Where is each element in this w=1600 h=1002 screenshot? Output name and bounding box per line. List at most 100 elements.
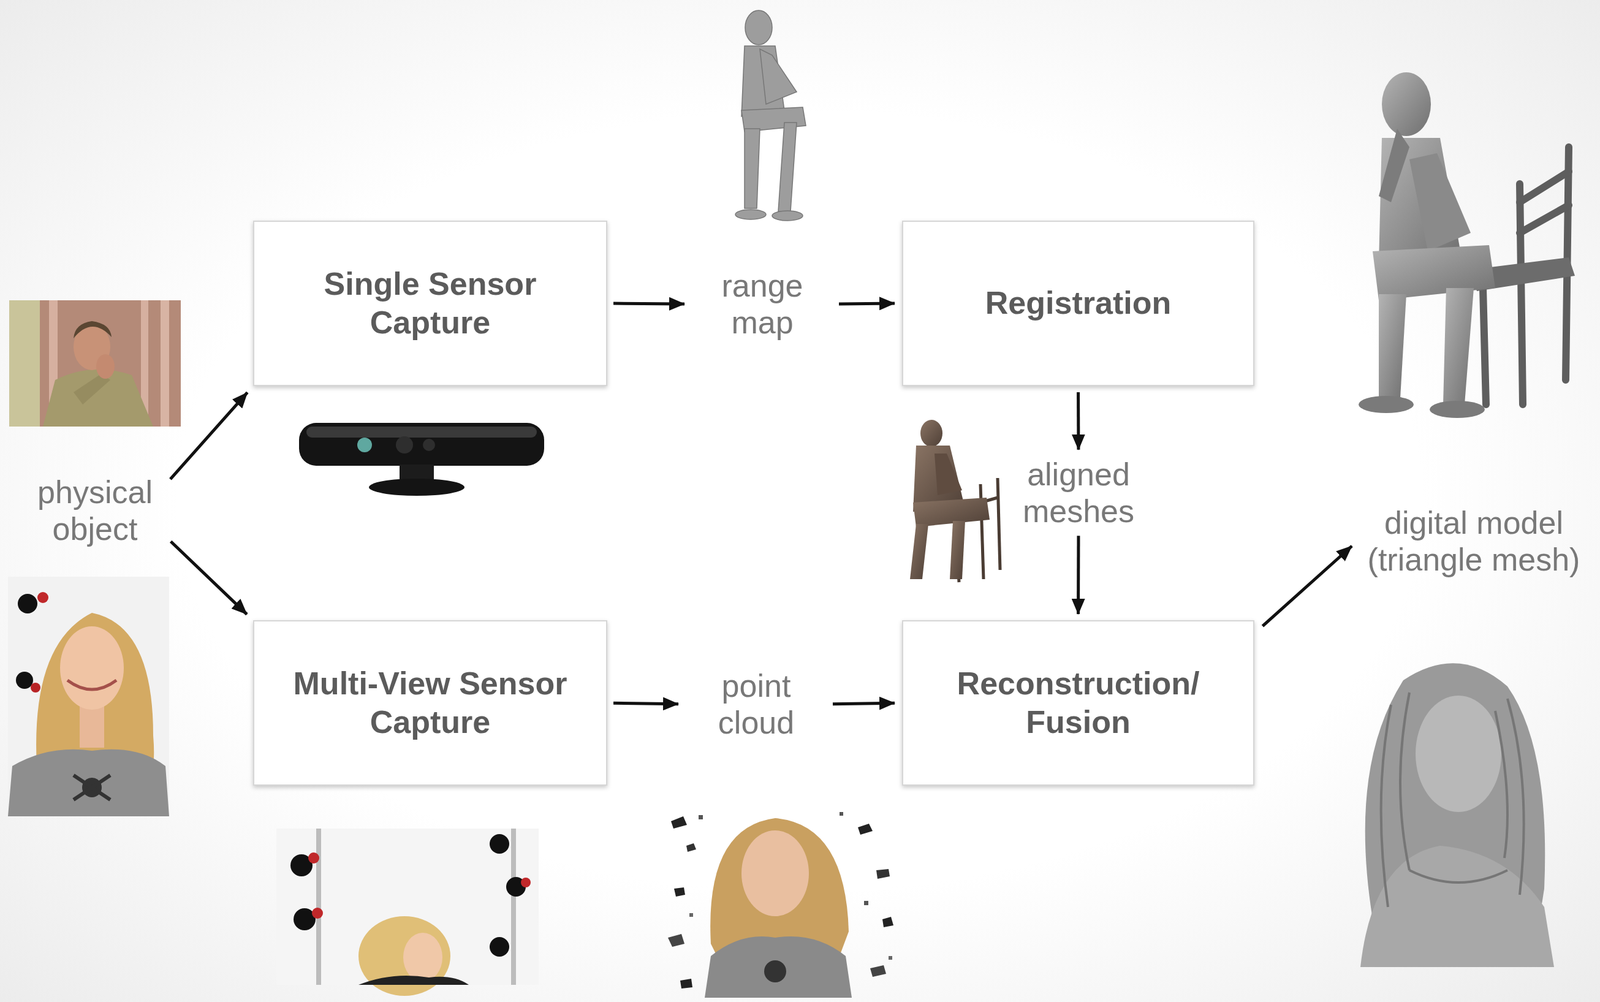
- range-map-figure: [735, 10, 806, 221]
- photo-man: [9, 300, 40, 427]
- bust-model: [1381, 704, 1392, 907]
- node-text: Registration: [985, 283, 1172, 323]
- range-map-figure: [735, 209, 766, 220]
- photo-woman: [15, 671, 34, 689]
- node-text: point cloud: [685, 667, 827, 742]
- depth-sensor: [299, 422, 545, 496]
- photo-man: [42, 369, 154, 427]
- flow-arrow: [170, 392, 248, 479]
- point-cloud-image: [857, 823, 873, 835]
- point-cloud-image: [710, 818, 849, 956]
- photo-woman: [7, 576, 170, 817]
- node-text: digital model (triangle mesh): [1357, 504, 1591, 579]
- point-cloud-image: [671, 816, 687, 829]
- photo-man: [73, 321, 112, 339]
- bust-model: [1360, 845, 1555, 967]
- process-box: Reconstruction/ Fusion: [902, 620, 1255, 786]
- depth-sensor: [395, 436, 414, 454]
- photo-man: [9, 300, 181, 427]
- bust-model: [1360, 663, 1555, 967]
- data-label: point cloud: [685, 667, 827, 742]
- point-cloud-image: [686, 843, 697, 852]
- seated-model: [1429, 400, 1485, 418]
- aligned-meshes-figure: [920, 419, 943, 447]
- bust-model: [1381, 692, 1525, 907]
- depth-sensor: [422, 438, 436, 452]
- bust-model: [1400, 692, 1410, 871]
- multi-view-rig-photo: [311, 907, 323, 919]
- seated-model: [1482, 288, 1487, 405]
- multi-view-rig-photo: [316, 828, 322, 985]
- aligned-meshes-figure: [949, 520, 966, 580]
- multi-view-rig-photo: [308, 852, 320, 864]
- photo-man: [96, 354, 115, 379]
- point-cloud-image: [839, 811, 844, 816]
- range-map-figure: [745, 10, 773, 45]
- node-text: Single Sensor Capture: [272, 264, 588, 343]
- range-map-figure: [772, 210, 803, 221]
- bust-model: [1495, 710, 1508, 858]
- flow-arrow: [613, 302, 685, 306]
- flow-arrow: [1076, 392, 1080, 450]
- seated-model: [1381, 72, 1431, 137]
- node-text: Multi-View Sensor Capture: [272, 664, 588, 743]
- aligned-meshes-figure: [934, 453, 963, 496]
- photo-man: [9, 300, 181, 427]
- data-label: range map: [691, 267, 833, 342]
- multi-view-rig-photo: [358, 975, 469, 985]
- point-cloud-image: [741, 830, 809, 917]
- seated-model: [1519, 205, 1569, 233]
- aligned-meshes-figure: [997, 477, 1001, 570]
- process-box: Multi-View Sensor Capture: [253, 620, 608, 786]
- bust-model: [1409, 870, 1508, 883]
- point-cloud-image: [667, 933, 685, 947]
- node-text: range map: [691, 267, 833, 342]
- photo-woman: [37, 591, 49, 603]
- photo-woman: [67, 680, 117, 690]
- process-box: Registration: [902, 220, 1255, 387]
- point-cloud-image: [698, 815, 703, 820]
- flow-arrow: [613, 702, 679, 705]
- seated-model: [1409, 153, 1471, 252]
- seated-model: [1358, 72, 1575, 418]
- point-cloud-image: [864, 900, 869, 906]
- multi-view-rig-photo: [403, 932, 443, 982]
- data-label: physical object: [24, 473, 166, 548]
- multi-view-rig-photo: [520, 877, 531, 888]
- seated-model: [1443, 288, 1474, 405]
- bust-model: [1507, 698, 1525, 895]
- multi-view-rig-photo: [489, 936, 510, 957]
- multi-view-rig-photo: [276, 828, 539, 985]
- photo-woman: [7, 749, 170, 817]
- data-label: digital model (triangle mesh): [1357, 504, 1591, 579]
- flow-arrow: [1262, 545, 1352, 627]
- multi-view-rig-photo: [276, 828, 539, 996]
- range-map-figure: [759, 49, 797, 105]
- photo-woman: [30, 682, 41, 693]
- photo-woman: [60, 626, 124, 710]
- seated-model: [1519, 183, 1523, 405]
- point-cloud-image: [764, 960, 787, 983]
- flow-arrow: [1076, 535, 1080, 615]
- node-text: Reconstruction/ Fusion: [921, 664, 1235, 743]
- flow-arrow: [832, 702, 895, 705]
- point-cloud-image: [674, 887, 686, 897]
- depth-sensor: [306, 426, 537, 438]
- node-text: physical object: [24, 473, 166, 548]
- seated-model: [1372, 245, 1496, 301]
- multi-view-rig-photo: [511, 828, 516, 985]
- seated-model: [1378, 128, 1410, 203]
- process-box: Single Sensor Capture: [253, 220, 608, 387]
- seated-model: [1519, 171, 1569, 203]
- seated-model: [1378, 294, 1407, 399]
- photo-woman: [17, 593, 38, 614]
- node-text: aligned meshes: [1008, 455, 1149, 531]
- seated-model: [1358, 395, 1414, 414]
- point-cloud-image: [888, 955, 893, 960]
- point-cloud-image: [704, 936, 852, 998]
- depth-sensor: [357, 437, 372, 453]
- range-map-figure: [744, 128, 760, 209]
- point-cloud-image: [689, 913, 694, 917]
